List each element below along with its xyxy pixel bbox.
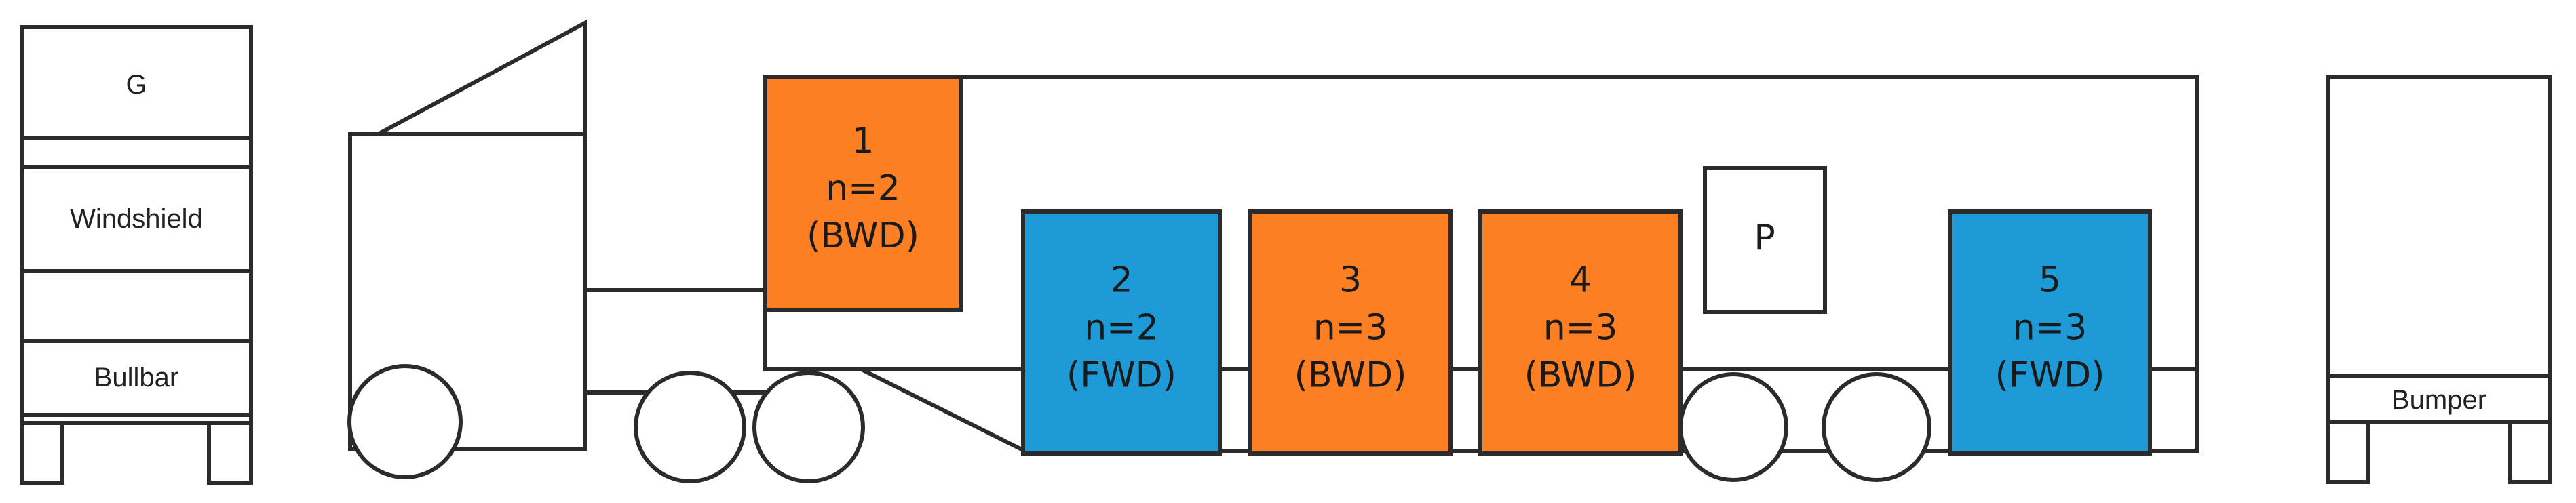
module-3-number: 3 (1339, 260, 1362, 301)
module-1-n: n=2 (826, 168, 900, 209)
rear-view: Bumper (2326, 75, 2552, 484)
bullbar-label: Bullbar (94, 363, 179, 393)
p-box (1703, 166, 1827, 314)
p-label: P (1754, 218, 1775, 258)
front-view-body (20, 25, 253, 425)
module-2-dir: (FWD) (1066, 355, 1176, 396)
module-2-number: 2 (1110, 260, 1132, 301)
module-1-number: 1 (851, 121, 874, 161)
module-2-n: n=2 (1084, 308, 1159, 348)
windshield-label: Windshield (70, 204, 203, 234)
trailer-wheel (1822, 372, 1931, 482)
module-box-1 (763, 75, 963, 312)
module-4-n: n=3 (1543, 308, 1618, 348)
front-right-wheel (207, 421, 253, 485)
front-left-wheel (20, 421, 64, 485)
module-box-2 (1021, 209, 1222, 456)
module-box-5 (1948, 209, 2152, 456)
cab-wheel (347, 364, 463, 479)
cab-roof (377, 19, 587, 136)
rear-view-body (2326, 75, 2552, 424)
module-1-dir: (BWD) (807, 216, 919, 256)
drive-wheel (634, 371, 746, 483)
module-3-n: n=3 (1313, 308, 1388, 348)
front-view: G Windshield Bullbar (20, 25, 253, 485)
bumper-label: Bumper (2391, 385, 2486, 415)
rear-left-wheel (2326, 420, 2370, 484)
module-5-n: n=3 (2013, 308, 2088, 348)
rear-right-wheel (2508, 420, 2552, 484)
module-5-dir: (FWD) (1995, 355, 2105, 396)
module-box-4 (1478, 209, 1683, 456)
drive-wheel (752, 371, 865, 483)
grille-label: G (126, 70, 147, 100)
module-4-number: 4 (1569, 260, 1592, 301)
module-3-dir: (BWD) (1294, 355, 1407, 396)
module-4-dir: (BWD) (1524, 355, 1637, 396)
module-5-number: 5 (2039, 260, 2061, 301)
module-box-3 (1248, 209, 1453, 456)
trailer-wheel (1678, 372, 1788, 482)
side-view: P 1 n=2 (BWD) 2 n=2 (FWD) 3 n=3 (BWD) 4 n=3 (BWD) 5 n… (347, 19, 2199, 483)
module-group: 1 n=2 (BWD) 2 n=2 (FWD) 3 n=3 (BWD) 4 n=3 (BWD) 5 n=3… (763, 75, 2152, 456)
